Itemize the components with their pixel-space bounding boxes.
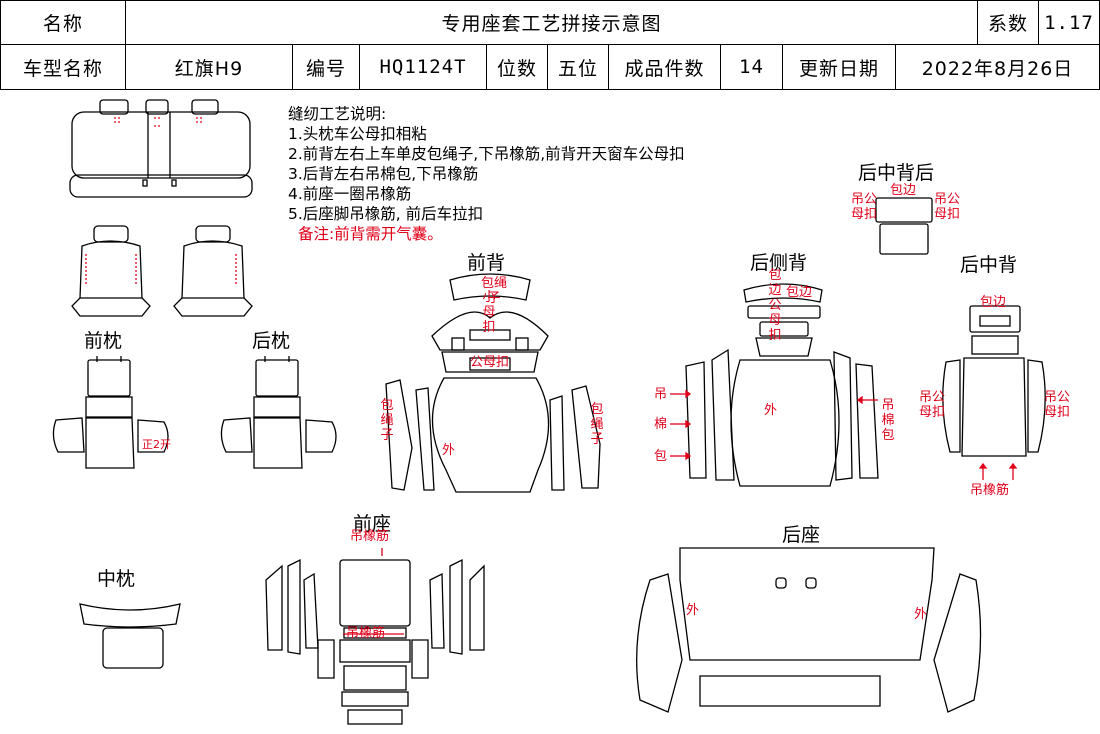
- rear-middle-bao-bian: 包边: [980, 295, 1007, 310]
- rear-seat-wai-right: 外: [914, 607, 928, 622]
- front-headrest-label: 前枕: [84, 330, 123, 352]
- front-back-label: 前背: [467, 252, 506, 274]
- rear-middle-back-top-pattern: [875, 197, 933, 255]
- note-item-1: 1.头枕车公母扣相粘: [288, 125, 427, 143]
- rear-middle-back-label: 后中背: [960, 254, 1018, 276]
- rear-middle-left-note: 吊公母扣: [918, 390, 945, 420]
- note-item-4: 4.前座一圈吊橡筋: [288, 185, 412, 203]
- rear-side-left-note: 包边公母扣: [768, 268, 782, 343]
- front-back-right-bao-sheng-zi: 包绳子: [590, 402, 604, 447]
- rear-seat-wai-left: 外: [686, 603, 700, 618]
- rear-seat-label: 后座: [782, 524, 821, 546]
- rear-seat-pattern: [636, 547, 982, 713]
- front-seat-diagram: [71, 225, 253, 317]
- front-back-gong-mu-kou: 公母扣: [470, 355, 510, 370]
- front-seat-pattern: [265, 558, 485, 725]
- remark: 备注:前背需开气囊。: [298, 225, 443, 243]
- front-headrest-pattern: [52, 356, 169, 469]
- front-seat-diao-xiang-jin-top: 吊橡筋: [350, 529, 390, 544]
- rear-middle-back-top-label: 后中背后: [858, 162, 935, 184]
- rear-headrest-pattern: [220, 356, 337, 469]
- note-item-5: 5.后座脚吊橡筋, 前后车拉扣: [288, 205, 484, 223]
- header-table: 名称 专用座套工艺拼接示意图 系数 1.17 车型名称 红旗H9 编号 HQ11…: [0, 0, 1100, 90]
- rear-middle-top-left-note: 吊公母扣: [850, 192, 877, 222]
- rear-middle-right-note: 吊公母扣: [1043, 390, 1070, 420]
- rear-middle-top-bao-bian: 包边: [890, 183, 917, 198]
- rear-bench-diagram: [69, 99, 253, 198]
- middle-headrest-pattern: [79, 603, 181, 669]
- middle-headrest-label: 中枕: [97, 568, 136, 590]
- rear-side-back-pattern: [685, 283, 879, 487]
- rear-side-diao: 吊: [654, 387, 668, 402]
- notes-title: 缝纫工艺说明:: [288, 105, 387, 123]
- front-back-left-bao-sheng-zi: 包绳子: [380, 398, 394, 443]
- headrest-zheng-kai: 正2开: [142, 438, 171, 451]
- front-back-pattern: [385, 273, 601, 493]
- front-back-wai: 外: [442, 443, 456, 458]
- rear-side-right-note: 吊棉包: [881, 398, 895, 443]
- rear-middle-back-pattern: [942, 305, 1046, 457]
- rear-headrest-label: 后枕: [252, 330, 291, 352]
- front-seat-label: 前座: [353, 513, 392, 535]
- rear-side-wai: 外: [764, 403, 778, 418]
- front-back-xiao-mu-kou: 小母扣: [482, 290, 496, 335]
- rear-side-mian: 棉: [654, 417, 668, 432]
- rear-middle-diao-xiang-jin: 吊橡筋: [970, 483, 1010, 498]
- front-back-top-note: 包绳子: [480, 276, 507, 306]
- note-item-2: 2.前背左右上车单皮包绳子,下吊橡筋,前背开天窗车公母扣: [288, 145, 685, 163]
- rear-side-bao-bian: 包边: [786, 285, 813, 300]
- front-seat-diao-xiang-jin-mid: 吊橡筋: [346, 626, 386, 641]
- rear-middle-top-right-note: 吊公母扣: [933, 192, 960, 222]
- sewing-notes: 缝纫工艺说明: 1.头枕车公母扣相粘 2.前背左右上车单皮包绳子,下吊橡筋,前背…: [288, 104, 685, 244]
- note-item-3: 3.后背左右吊棉包,下吊橡筋: [288, 165, 479, 183]
- rear-side-back-label: 后侧背: [750, 252, 808, 274]
- rear-side-bao: 包: [654, 449, 668, 464]
